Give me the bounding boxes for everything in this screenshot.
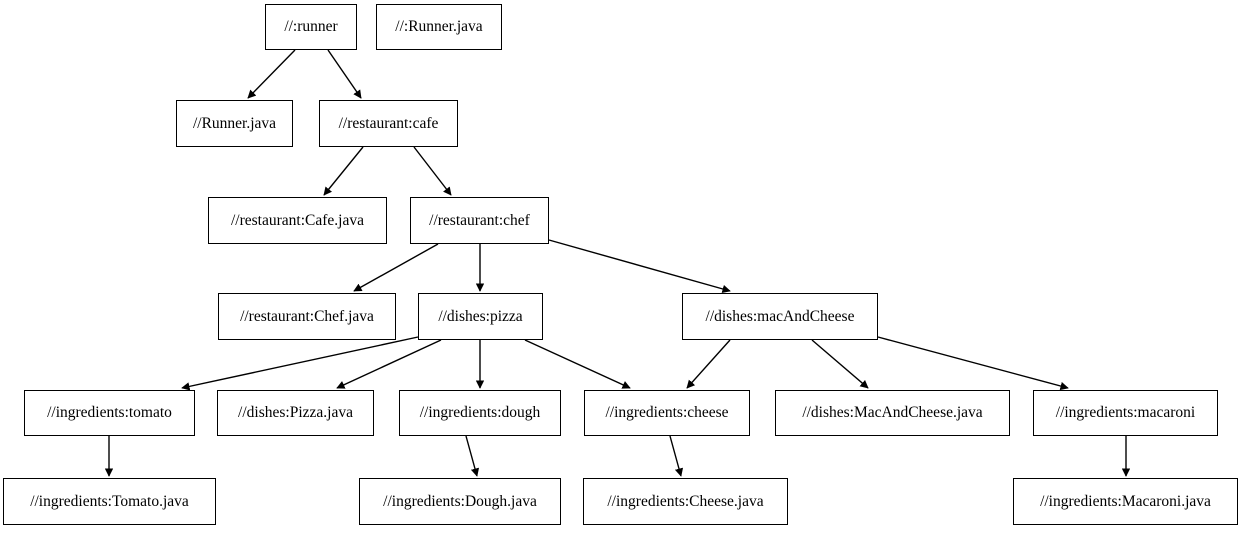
- graph-edge-dishes_pizza-to-ing_cheese: [524, 339, 631, 389]
- graph-node-label: //ingredients:Tomato.java: [30, 492, 189, 510]
- graph-edge-dishes_macncheese-to-ing_cheese: [686, 339, 731, 389]
- graph-node-label: //ingredients:Dough.java: [383, 492, 537, 510]
- graph-edge-ing_cheese-to-cheese_java: [669, 435, 684, 477]
- graph-node-label: //:Runner.java: [395, 18, 483, 36]
- graph-edge-restaurant_cafe-to-cafe_java: [323, 146, 364, 196]
- graph-edge-ing_dough-to-dough_java: [465, 435, 480, 477]
- graph-edge-dishes_macncheese-to-ing_macaroni: [877, 336, 1069, 391]
- graph-node-label: //ingredients:tomato: [47, 404, 172, 422]
- graph-node-restaurant_chef[interactable]: //restaurant:chef: [410, 197, 549, 244]
- graph-node-ing_macaroni[interactable]: //ingredients:macaroni: [1033, 390, 1218, 436]
- graph-node-ing_cheese[interactable]: //ingredients:cheese: [584, 390, 750, 436]
- graph-node-chef_java[interactable]: //restaurant:Chef.java: [218, 293, 396, 340]
- graph-edge-dishes_pizza-to-ing_tomato: [181, 336, 419, 391]
- graph-node-cheese_java[interactable]: //ingredients:Cheese.java: [583, 478, 788, 525]
- graph-node-label: //ingredients:cheese: [605, 404, 729, 422]
- graph-node-label: //ingredients:Cheese.java: [607, 492, 764, 510]
- graph-node-runner_java_root[interactable]: //:Runner.java: [376, 4, 502, 50]
- graph-node-label: //restaurant:Chef.java: [240, 307, 374, 325]
- graph-edge-restaurant_chef-to-chef_java: [353, 243, 439, 292]
- graph-edge-dishes_macncheese-to-macncheese_java: [811, 339, 869, 389]
- graph-node-label: //Runner.java: [192, 114, 277, 132]
- graph-node-label: //restaurant:Cafe.java: [231, 211, 364, 229]
- graph-node-label: //:runner: [284, 18, 338, 36]
- graph-node-ing_dough[interactable]: //ingredients:dough: [399, 390, 561, 436]
- graph-edge-restaurant_cafe-to-restaurant_chef: [413, 146, 452, 196]
- graph-node-label: //restaurant:chef: [429, 211, 530, 229]
- graph-node-label: //ingredients:macaroni: [1055, 404, 1196, 422]
- graph-node-pizza_java[interactable]: //dishes:Pizza.java: [217, 390, 374, 436]
- graph-node-label: //dishes:pizza: [438, 307, 523, 325]
- graph-node-label: //restaurant:cafe: [338, 114, 439, 132]
- graph-edge-runner-to-restaurant_cafe: [327, 49, 362, 99]
- graph-node-macncheese_java[interactable]: //dishes:MacAndCheese.java: [775, 390, 1010, 436]
- graph-node-label: //ingredients:dough: [419, 404, 541, 422]
- graph-node-runner_java[interactable]: //Runner.java: [176, 100, 293, 147]
- graph-node-dishes_macncheese[interactable]: //dishes:macAndCheese: [682, 293, 878, 340]
- graph-node-cafe_java[interactable]: //restaurant:Cafe.java: [208, 197, 387, 244]
- graph-node-label: //ingredients:Macaroni.java: [1040, 492, 1211, 510]
- graph-node-restaurant_cafe[interactable]: //restaurant:cafe: [319, 100, 458, 147]
- graph-edge-restaurant_chef-to-dishes_macncheese: [548, 239, 731, 293]
- graph-node-ing_tomato[interactable]: //ingredients:tomato: [24, 390, 195, 436]
- graph-node-macaroni_java[interactable]: //ingredients:Macaroni.java: [1013, 478, 1238, 525]
- graph-edge-dishes_pizza-to-pizza_java: [336, 339, 442, 389]
- graph-node-label: //dishes:Pizza.java: [238, 404, 353, 422]
- graph-edge-runner-to-runner_java: [247, 49, 296, 99]
- graph-node-label: //dishes:MacAndCheese.java: [802, 404, 983, 422]
- graph-node-label: //dishes:macAndCheese: [705, 307, 855, 325]
- graph-node-dough_java[interactable]: //ingredients:Dough.java: [359, 478, 561, 525]
- graph-node-dishes_pizza[interactable]: //dishes:pizza: [418, 293, 543, 340]
- graph-node-runner[interactable]: //:runner: [265, 4, 357, 50]
- graph-node-tomato_java[interactable]: //ingredients:Tomato.java: [3, 478, 216, 525]
